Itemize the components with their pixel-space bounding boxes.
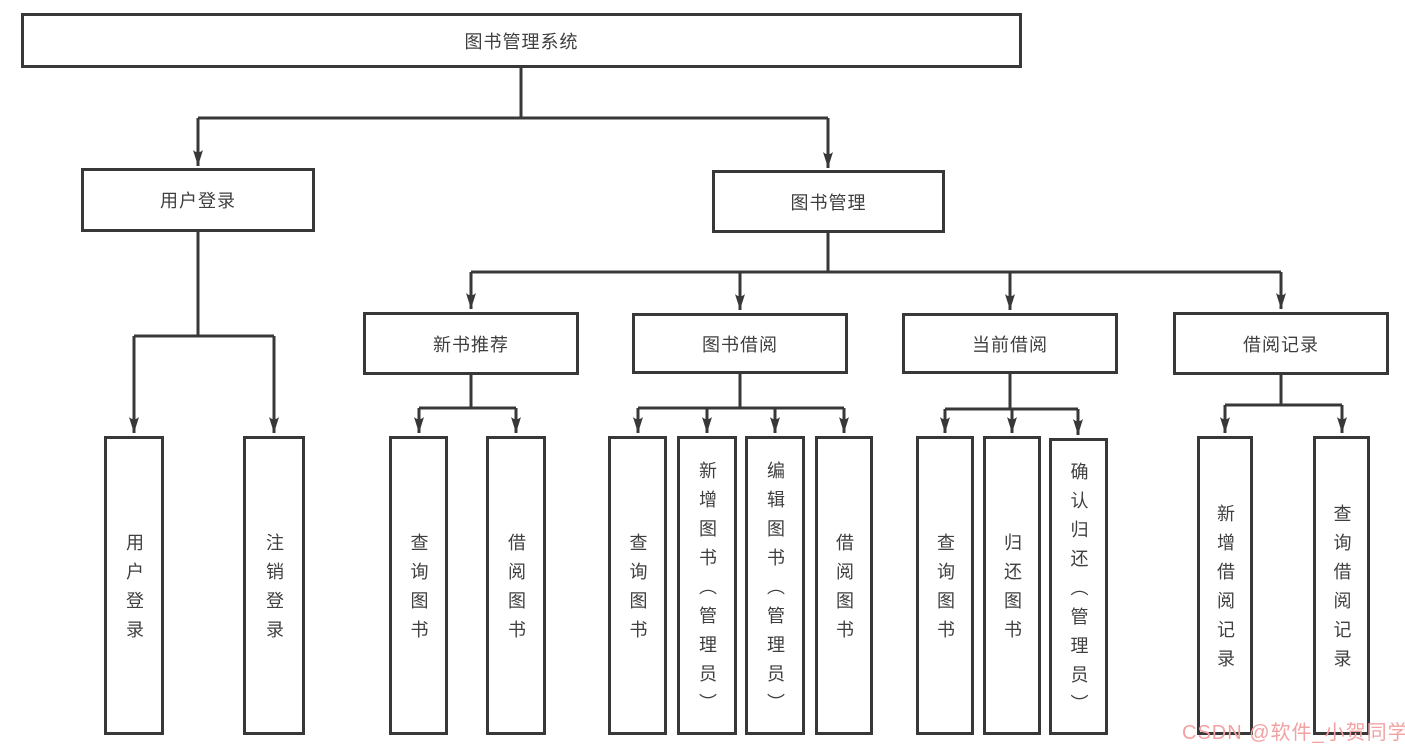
node-new-book-recommendation: 新书推荐 (363, 312, 579, 375)
node-borrowing-records: 借阅记录 (1173, 312, 1389, 375)
leaf-query-books: 查询图书 (608, 436, 667, 735)
leaf-borrow-books: 借阅图书 (486, 436, 546, 735)
node-user-login: 用户登录 (81, 168, 315, 232)
leaf-add-borrow-record: 新增借阅记录 (1197, 436, 1253, 735)
node-book-borrowing: 图书借阅 (632, 313, 848, 374)
csdn-watermark: CSDN @软件_小贺同学 (1182, 722, 1405, 744)
leaf-borrow-books: 借阅图书 (815, 436, 873, 735)
node-current-borrowing: 当前借阅 (902, 313, 1118, 374)
connector-trunks (134, 68, 1342, 411)
node-book-management: 图书管理 (712, 170, 945, 233)
leaf-query-borrow-record: 查询借阅记录 (1313, 436, 1370, 735)
leaf-query-books: 查询图书 (389, 436, 448, 735)
leaf-add-book-admin: 新增图书（管理员） (677, 436, 737, 735)
connector-arrows (129, 118, 1347, 435)
leaf-confirm-return-admin: 确认归还（管理员） (1049, 438, 1108, 735)
leaf-edit-book-admin: 编辑图书（管理员） (745, 436, 805, 735)
leaf-query-books: 查询图书 (916, 436, 974, 735)
leaf-return-book: 归还图书 (983, 436, 1041, 735)
node-library-management-system: 图书管理系统 (21, 13, 1022, 68)
leaf-user-login: 用户登录 (104, 436, 164, 735)
leaf-logout: 注销登录 (243, 436, 305, 735)
